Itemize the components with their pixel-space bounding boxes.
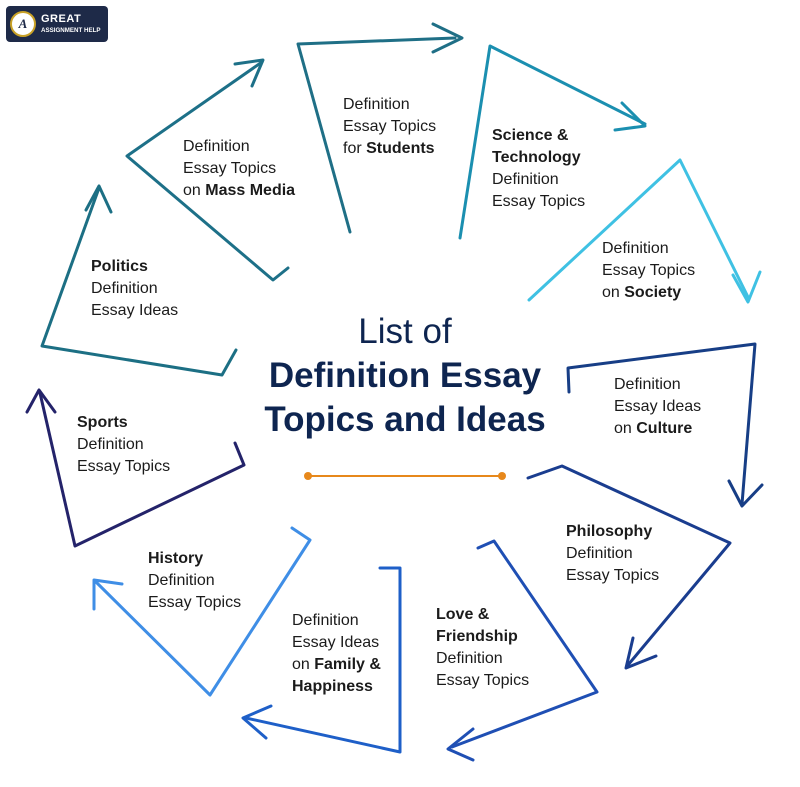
arrow-head-icon bbox=[727, 479, 764, 508]
title-line-2: Definition Essay bbox=[268, 356, 542, 395]
arrow-shaft bbox=[40, 186, 238, 377]
cycle-arrow bbox=[125, 58, 290, 282]
cycle-arrow bbox=[446, 539, 599, 762]
cycle-arrow bbox=[25, 388, 246, 548]
title-divider-dot-right bbox=[498, 472, 506, 480]
arrow-head-icon bbox=[624, 636, 658, 670]
arrow-shaft bbox=[566, 342, 757, 506]
arrow-shaft bbox=[244, 566, 402, 754]
cycle-arrow bbox=[40, 184, 238, 377]
cycle-arrow bbox=[92, 526, 312, 697]
title-line-1: List of bbox=[358, 312, 452, 351]
arrow-head-icon bbox=[613, 101, 647, 132]
diagram-title: List of Definition Essay Topics and Idea… bbox=[250, 310, 560, 442]
arrow-shaft bbox=[526, 464, 732, 667]
arrow-head-icon bbox=[446, 727, 475, 762]
arrow-shaft bbox=[94, 526, 312, 697]
arrow-head-icon bbox=[233, 58, 265, 88]
arrow-shaft bbox=[296, 36, 457, 234]
cycle-arrow bbox=[566, 342, 764, 508]
arrow-head-icon bbox=[25, 388, 57, 414]
arrow-head-icon bbox=[92, 578, 124, 611]
cycle-arrow bbox=[241, 566, 402, 754]
logo-text-line2: ASSIGNMENT HELP bbox=[41, 26, 101, 34]
arrow-shaft bbox=[527, 158, 750, 302]
cycle-arrow bbox=[526, 464, 732, 670]
cycle-arrow bbox=[458, 44, 647, 240]
arrow-shaft bbox=[38, 391, 246, 548]
logo-text-line1: GREAT bbox=[41, 12, 82, 25]
cycle-arrow bbox=[527, 158, 762, 304]
arrow-shaft bbox=[450, 539, 599, 749]
arrow-head-icon bbox=[241, 704, 273, 740]
arrow-head-icon bbox=[431, 22, 464, 54]
cycle-arrow bbox=[296, 22, 464, 234]
arrow-head-icon bbox=[84, 184, 113, 214]
brand-logo[interactable]: A GREAT ASSIGNMENT HELP bbox=[6, 6, 108, 42]
title-line-3: Topics and Ideas bbox=[264, 400, 546, 439]
logo-icon: A bbox=[10, 11, 36, 37]
arrow-head-icon bbox=[731, 270, 762, 304]
arrow-shaft bbox=[458, 44, 647, 240]
title-divider-dot-left bbox=[304, 472, 312, 480]
arrow-shaft bbox=[125, 60, 290, 282]
